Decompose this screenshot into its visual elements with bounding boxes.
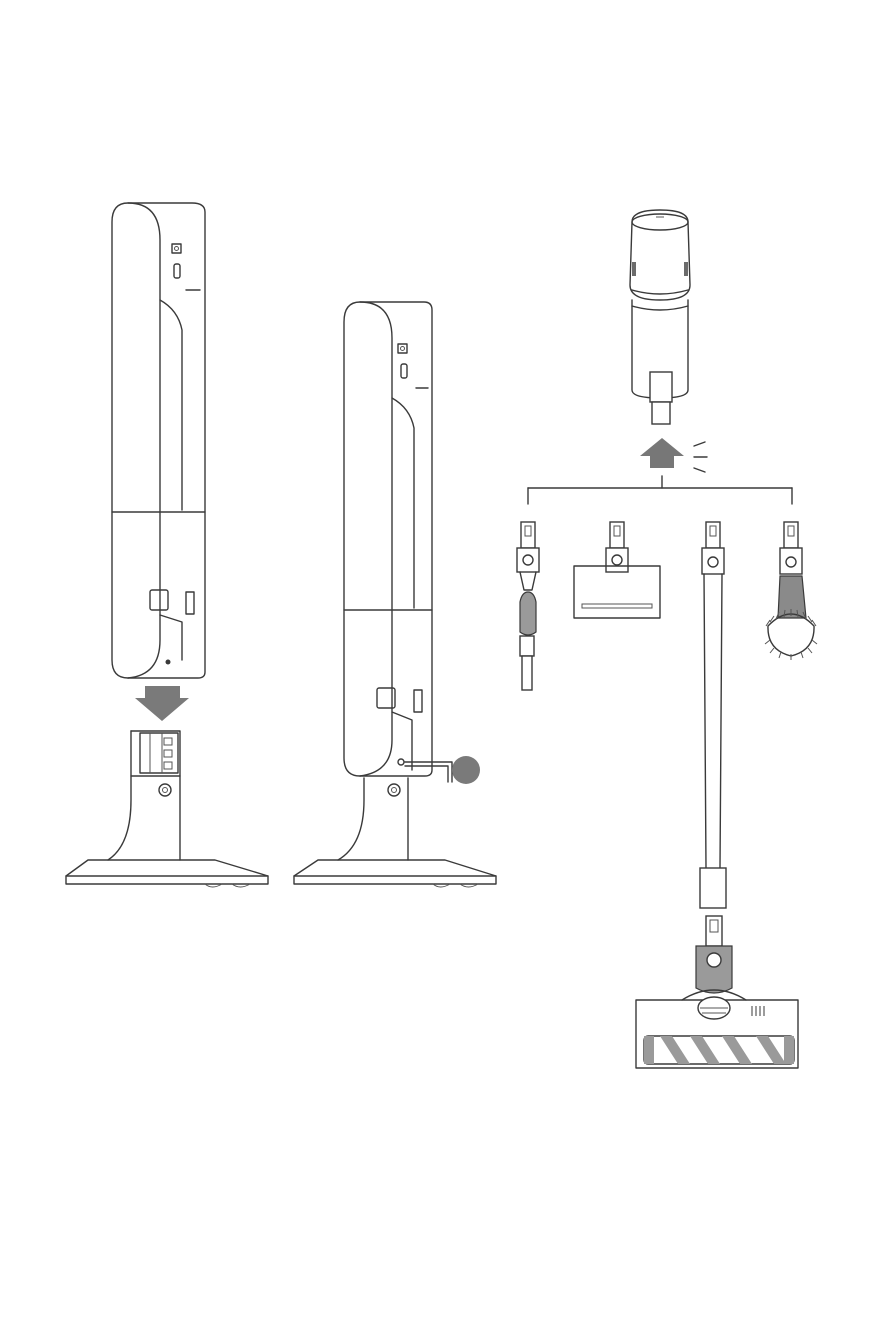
dock-body	[112, 203, 205, 678]
dock-base	[66, 731, 268, 887]
callout-marker	[452, 756, 480, 784]
handheld-unit	[630, 210, 690, 424]
dock-mount-figure	[66, 203, 268, 887]
crevice-tool	[517, 522, 539, 690]
soft-brush-tool	[765, 522, 817, 660]
dock-base-assembled	[294, 778, 496, 887]
floor-head	[636, 916, 798, 1068]
attachment-bracket	[528, 476, 792, 504]
handheld-figure	[517, 210, 817, 1068]
dock-body-assembled	[344, 302, 432, 776]
extension-tube	[700, 522, 726, 908]
mini-brush-tool	[574, 522, 660, 618]
dock-secure-figure	[294, 302, 496, 887]
down-arrow-icon	[135, 686, 189, 721]
up-arrow-icon	[640, 438, 684, 468]
